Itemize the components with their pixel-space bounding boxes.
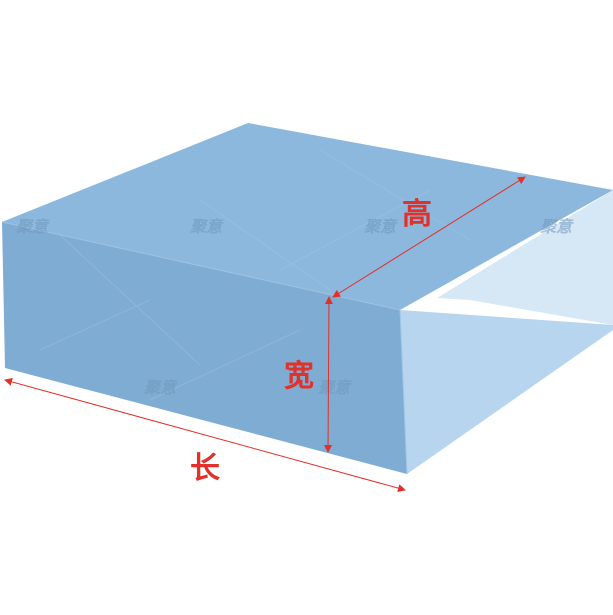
- height-arrow: [332, 176, 526, 298]
- watermark-text: 聚意: [143, 378, 178, 397]
- width-label: 宽: [284, 359, 314, 394]
- width-arrow: [324, 296, 333, 453]
- watermark-text: 聚意: [317, 378, 352, 397]
- length-label: 长: [190, 451, 220, 486]
- watermark-text: 聚意: [15, 217, 50, 236]
- watermark-text: 聚意: [189, 217, 224, 236]
- right-face: [400, 310, 613, 474]
- length-arrow: [4, 377, 406, 493]
- watermark-text: 聚意: [539, 217, 574, 236]
- watermark-text: 聚意: [363, 217, 398, 236]
- height-label: 高: [402, 197, 432, 232]
